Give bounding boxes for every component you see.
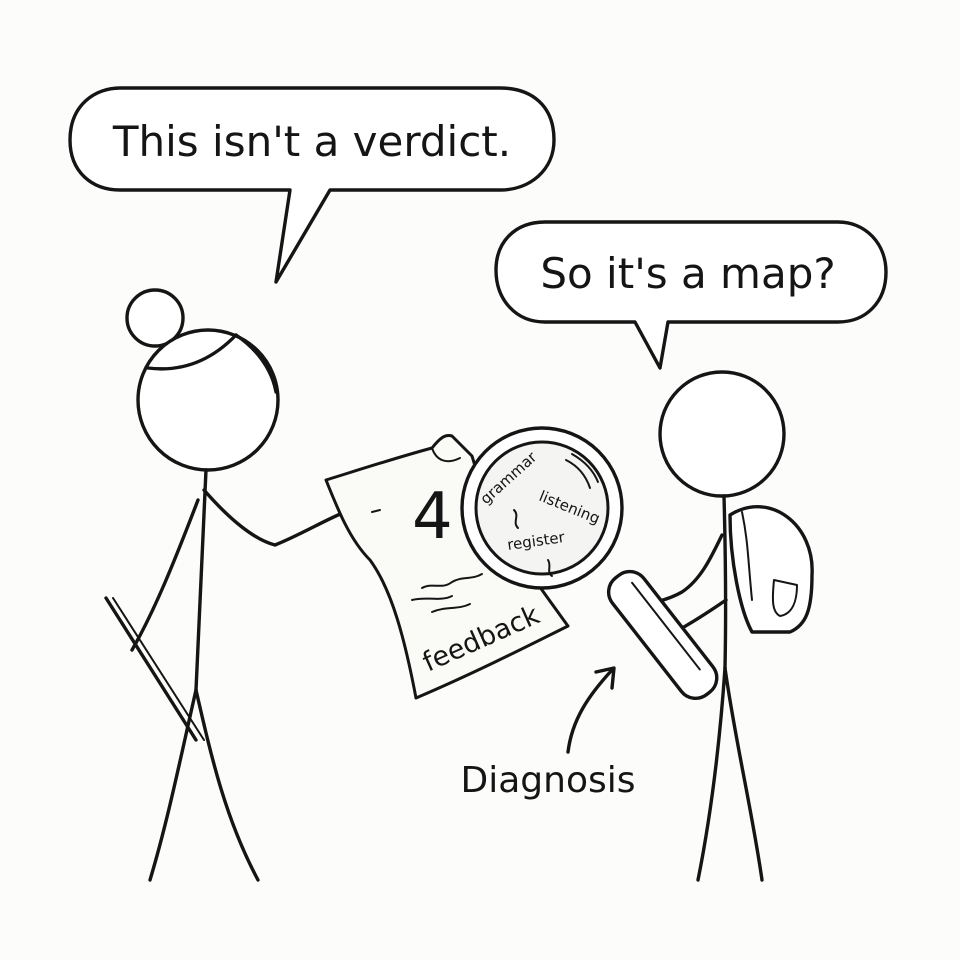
teacher-hair — [146, 333, 238, 371]
student-figure — [638, 370, 814, 882]
backpack — [728, 505, 814, 634]
pointer-stick — [104, 596, 198, 742]
magnifier-handle — [606, 569, 719, 701]
hair-bun — [125, 288, 185, 348]
student-body — [722, 494, 728, 670]
magnifying-glass: grammar listening register — [460, 426, 719, 701]
teacher-speech-bubble: This isn't a verdict. — [68, 86, 556, 284]
diagnosis-caption: Diagnosis — [461, 666, 636, 801]
teacher-head — [136, 328, 280, 472]
student-head — [658, 370, 786, 498]
grade-mark: 4 — [412, 480, 453, 554]
magnifier-lens — [474, 440, 610, 576]
teacher-speech-text: This isn't a verdict. — [112, 117, 511, 166]
teacher-body — [194, 468, 208, 692]
diagnosis-label: Diagnosis — [461, 760, 636, 801]
caption-arrow — [566, 668, 614, 754]
student-speech-bubble: So it's a map? — [494, 220, 888, 370]
student-speech-text: So it's a map? — [540, 249, 835, 298]
teacher-figure — [104, 288, 347, 882]
